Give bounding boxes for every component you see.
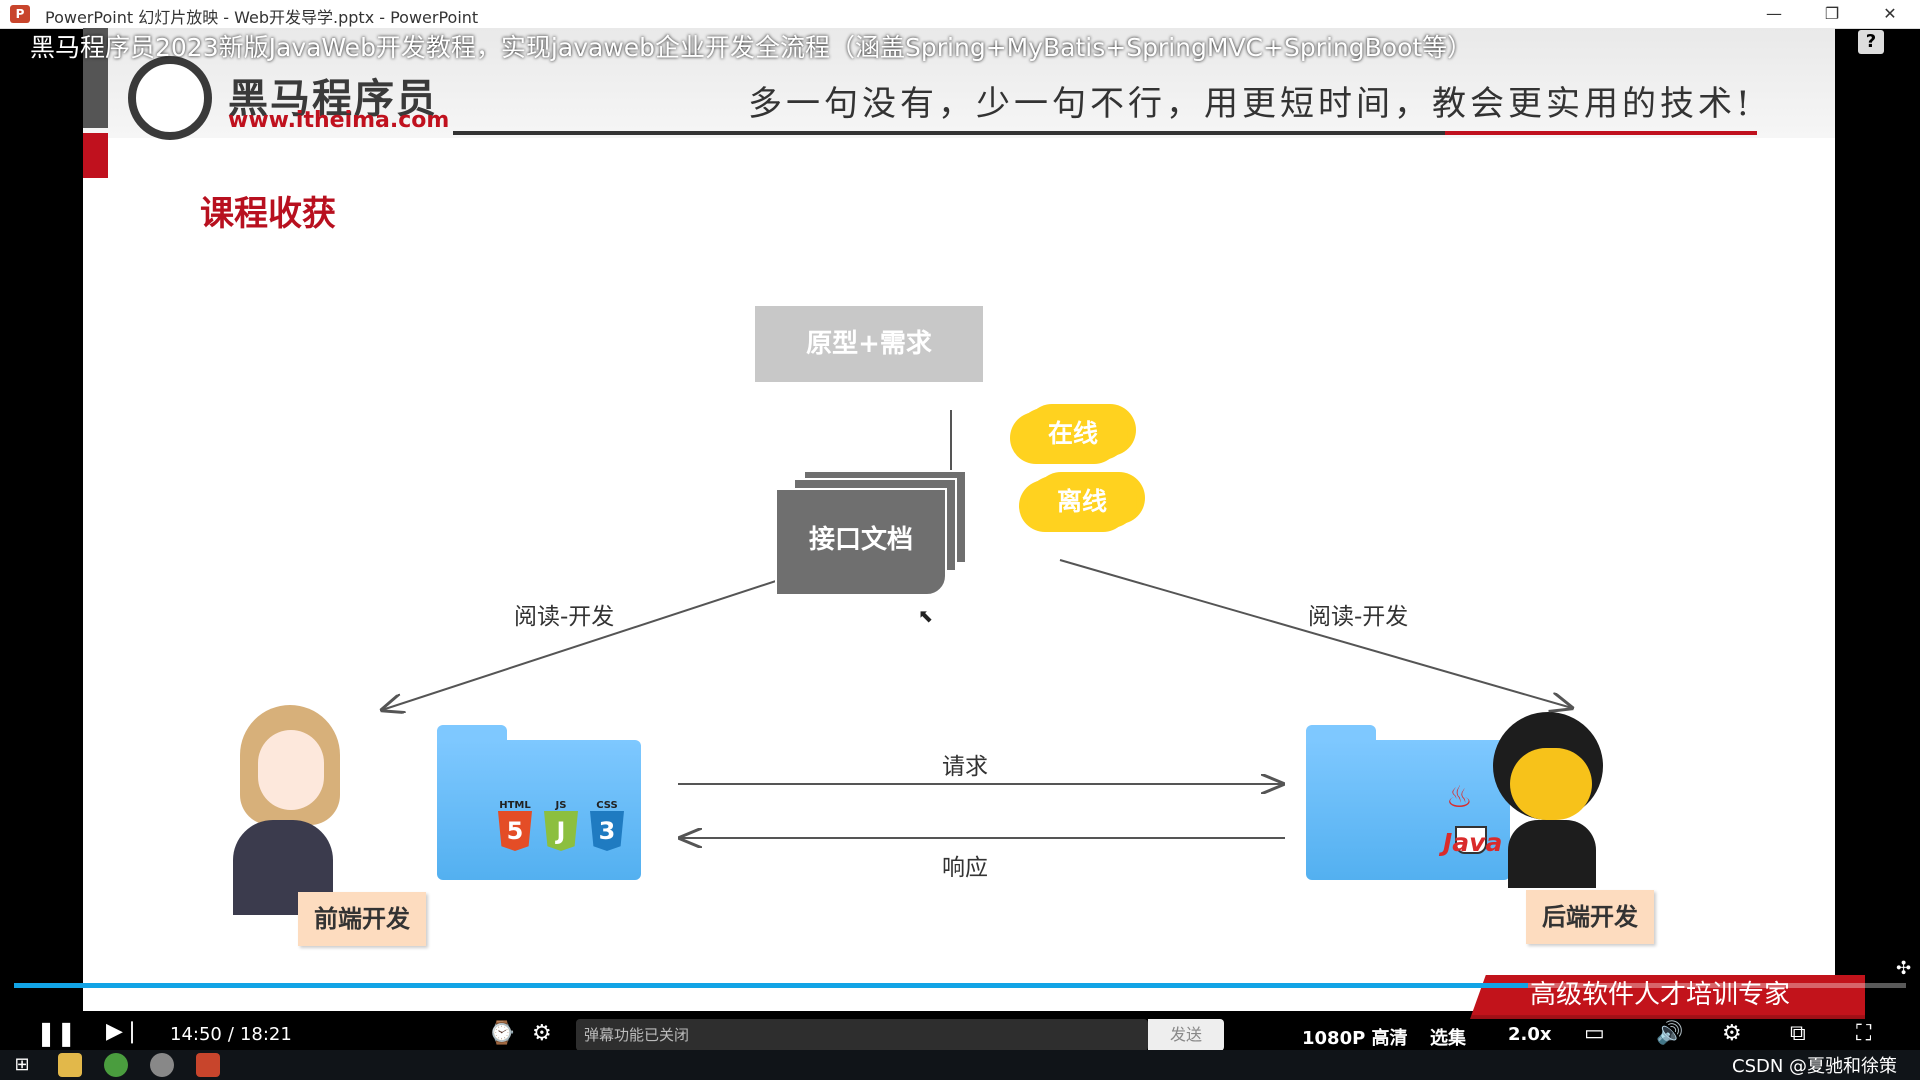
pause-icon[interactable]: ❚❚ (36, 1019, 77, 1047)
slogan-underline-accent (1445, 131, 1757, 135)
danmaku-input[interactable]: 弹幕功能已关闭 (576, 1019, 1148, 1051)
mouse-cursor-icon: ⬉ (918, 606, 934, 627)
response-label: 响应 (942, 855, 988, 881)
logo-name: 黑马程序员 (228, 76, 438, 122)
slogan-underline (453, 131, 1453, 135)
read-dev-left-label: 阅读-开发 (514, 604, 615, 630)
danmaku-settings-icon[interactable]: ⚙ (532, 1021, 552, 1046)
pin-icon[interactable]: ✣ (1896, 958, 1912, 979)
js-badge: J (544, 811, 578, 851)
api-doc-box: 接口文档 (775, 488, 947, 596)
volume-icon[interactable]: 🔊 (1656, 1021, 1684, 1046)
minimize-button[interactable]: — (1766, 4, 1782, 23)
frontend-tech-badges: HTML 5 JS J CSS 3 (498, 800, 624, 851)
read-dev-right-label: 阅读-开发 (1308, 604, 1409, 630)
cloud-offline: 离线 (1027, 476, 1137, 528)
css3-icon: CSS 3 (590, 800, 624, 851)
backend-monkey-body (1508, 820, 1596, 888)
close-button[interactable]: ✕ (1883, 4, 1897, 23)
chrome-icon[interactable] (104, 1053, 128, 1077)
window-title-bar: P PowerPoint 幻灯片放映 - Web开发导学.pptx - Powe… (0, 0, 1920, 29)
cloud-online: 在线 (1018, 408, 1128, 460)
doc-to-frontend-arrow (382, 559, 841, 710)
backend-folder-icon (1306, 740, 1510, 880)
request-label: 请求 (942, 754, 988, 780)
time-total: 18:21 (239, 1024, 292, 1045)
restore-button[interactable]: ❐ (1824, 4, 1840, 23)
video-title: 黑马程序员2023新版JavaWeb开发教程，实现javaweb企业开发全流程（… (30, 33, 1473, 62)
fullscreen-icon[interactable]: ⛶ (1856, 1021, 1872, 1046)
backend-label: 后端开发 (1526, 890, 1654, 944)
episodes-button[interactable]: 选集 (1430, 1028, 1466, 1049)
app-icon[interactable] (150, 1053, 174, 1077)
logo-url: www.itheima.com (228, 108, 450, 133)
send-button[interactable]: 发送 (1148, 1019, 1224, 1051)
pip-icon[interactable]: ⧉ (1790, 1021, 1806, 1046)
time-display: 14:50 / 18:21 (170, 1024, 292, 1045)
prototype-box: 原型+需求 (755, 306, 983, 382)
subtitle-icon[interactable]: ▭ (1584, 1021, 1605, 1046)
slide-heading: 课程收获 (200, 194, 336, 234)
slide-left-bar (83, 28, 108, 128)
time-separator: / (227, 1024, 234, 1045)
horse-logo-icon (128, 56, 212, 140)
html5-badge: 5 (498, 811, 532, 851)
frontend-label: 前端开发 (298, 892, 426, 946)
html5-label: HTML (499, 800, 531, 811)
frontend-girl-face (258, 730, 324, 810)
js-icon: JS J (544, 800, 578, 851)
java-text: Java (1443, 828, 1503, 857)
window-title: PowerPoint 幻灯片放映 - Web开发导学.pptx - PowerP… (45, 8, 479, 27)
next-icon[interactable]: ▶❘ (106, 1019, 142, 1044)
taskbar (0, 1050, 1920, 1080)
java-cup-icon: ♨ (1446, 780, 1473, 815)
frontend-folder-icon (437, 740, 641, 880)
quality-button[interactable]: 1080P 高清 (1302, 1028, 1408, 1049)
html5-icon: HTML 5 (498, 800, 532, 851)
file-explorer-icon[interactable] (58, 1053, 82, 1077)
windows-start-icon[interactable]: ⊞ (14, 1054, 30, 1075)
player-controls (0, 1015, 1920, 1051)
css3-label: CSS (596, 800, 618, 811)
css3-badge: 3 (590, 811, 624, 851)
slogan: 多一句没有，少一句不行，用更短时间，教会更实用的技术! (748, 84, 1754, 124)
help-icon[interactable]: ? (1858, 30, 1884, 54)
danmaku-toggle-icon[interactable]: ⌚ (488, 1021, 516, 1046)
slide-header-band (83, 28, 1835, 138)
csdn-watermark: CSDN @夏驰和徐策 (1732, 1056, 1898, 1077)
speed-button[interactable]: 2.0x (1508, 1024, 1552, 1045)
time-current: 14:50 (170, 1024, 222, 1045)
slide-bottom-banner: 高级软件人才培训专家 (1470, 975, 1865, 1019)
coffee-cup-icon (1455, 826, 1487, 854)
js-label: JS (555, 800, 567, 811)
backend-monkey-face (1510, 748, 1592, 820)
settings-icon[interactable]: ⚙ (1722, 1021, 1742, 1046)
progress-fill[interactable] (14, 983, 1528, 988)
slide-left-accent (83, 133, 108, 178)
powerpoint-icon: P (10, 5, 30, 23)
doc-to-backend-arrow (1059, 559, 1572, 708)
powerpoint-taskbar-icon[interactable] (196, 1053, 220, 1077)
